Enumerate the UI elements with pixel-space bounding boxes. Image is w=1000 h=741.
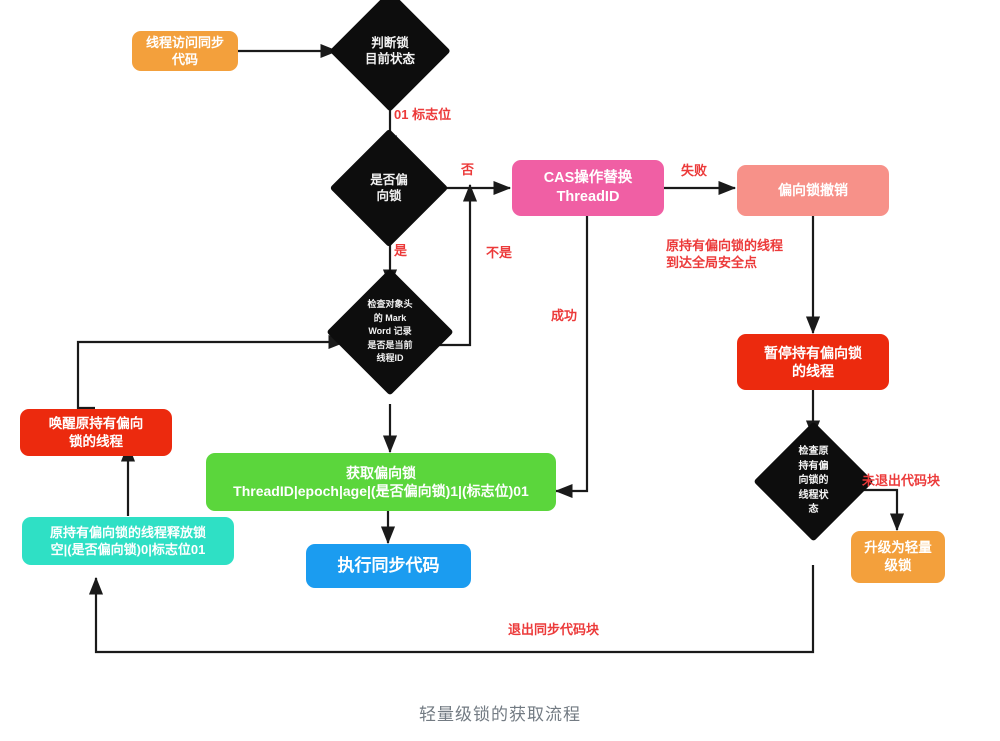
edge-label-not-match: 不是 (486, 245, 513, 260)
edge-label-reach-safepoint: 原持有偏向锁的线程 到达全局安全点 (666, 238, 784, 270)
node-cas-replace-threadid[interactable]: CAS操作替换 ThreadID (512, 160, 664, 216)
node-check-markword-threadid[interactable]: 检查对象头 的 Mark Word 记录 是否是当前 线程ID (326, 268, 454, 396)
node-execute-sync-code[interactable]: 执行同步代码 (306, 544, 471, 588)
node-thread-access-sync-code[interactable]: 线程访问同步代码 (132, 31, 238, 71)
node-upgrade-to-lightweight-lock[interactable]: 升级为轻量 级锁 (851, 531, 945, 583)
edge-label-no: 否 (461, 162, 475, 177)
node-revoke-biased-lock[interactable]: 偏向锁撤销 (737, 165, 889, 216)
edge-label-not-exited-code-block: 未退出代码块 (862, 473, 941, 488)
node-check-markword-threadid-label: 检查对象头 的 Mark Word 记录 是否是当前 线程ID (367, 299, 413, 364)
node-acquire-biased-lock[interactable]: 获取偏向锁 ThreadID|epoch|age|(是否偏向锁)1|(标志位)0… (206, 453, 556, 511)
node-is-biased-lock[interactable]: 是否偏 向锁 (329, 128, 449, 248)
node-wake-original-biased-thread[interactable]: 唤醒原持有偏向 锁的线程 (20, 409, 172, 456)
edge-label-fail: 失败 (681, 163, 708, 178)
edge-label-yes: 是 (394, 243, 408, 258)
diagram-title: 轻量级锁的获取流程 (419, 705, 581, 724)
edge-check-thread-to-upgrade-lock (855, 488, 905, 532)
edge-label-success: 成功 (551, 308, 578, 323)
node-release-biased-lock[interactable]: 原持有偏向锁的线程释放锁 空|(是否偏向锁)0|标志位01 (22, 517, 234, 565)
node-suspend-biased-lock-thread[interactable]: 暂停持有偏向锁 的线程 (737, 334, 889, 390)
edge-wake-thread-to-markword (76, 334, 347, 410)
node-is-biased-lock-label: 是否偏 向锁 (370, 172, 408, 203)
node-check-original-thread-state[interactable]: 检查原 持有偏 向锁的 线程状 态 (753, 421, 874, 542)
edge-label-exit-sync-block: 退出同步代码块 (508, 622, 600, 637)
node-judge-lock-state-label: 判断锁 目前状态 (364, 35, 415, 66)
edge-label-flag-01: 01 标志位 (394, 107, 452, 122)
node-judge-lock-state[interactable]: 判断锁 目前状态 (329, 0, 451, 112)
node-check-original-thread-state-label: 检查原 持有偏 向锁的 线程状 态 (798, 446, 829, 516)
edge-cas-success-to-acquire-biased-lock (554, 216, 589, 499)
